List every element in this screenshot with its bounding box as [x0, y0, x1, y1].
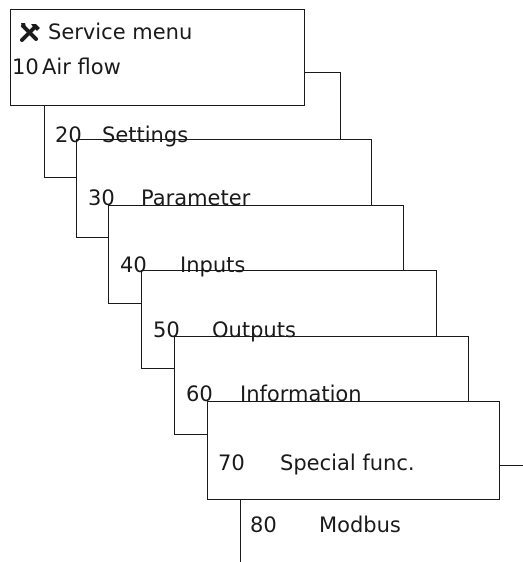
menu-item-20-label[interactable]: Settings: [102, 123, 189, 147]
menu-item-70-label[interactable]: Special func.: [280, 451, 415, 475]
tools-icon: [20, 23, 40, 42]
menu-item-50-number: 50: [153, 318, 180, 342]
menu-item-50-label[interactable]: Outputs: [212, 318, 296, 342]
menu-item-30-label[interactable]: Parameter: [141, 186, 251, 210]
menu-card-back-70: [207, 401, 500, 500]
menu-item-40-label[interactable]: Inputs: [180, 253, 246, 277]
connector-line-modbus: [240, 500, 241, 562]
menu-item-80-number: 80: [250, 513, 277, 537]
service-menu-panel: [10, 9, 305, 106]
menu-item-10-label[interactable]: Air flow: [42, 55, 121, 79]
connector-line-right: [500, 465, 523, 466]
menu-item-40-number: 40: [120, 253, 147, 277]
menu-item-60-label[interactable]: Information: [240, 382, 362, 406]
menu-item-70-number: 70: [218, 451, 245, 475]
menu-item-60-number: 60: [186, 382, 213, 406]
menu-item-80-label[interactable]: Modbus: [319, 513, 401, 537]
menu-title: Service menu: [48, 20, 193, 44]
menu-item-20-number: 20: [55, 123, 82, 147]
menu-item-10-number: 10: [12, 55, 39, 79]
menu-item-30-number: 30: [88, 186, 115, 210]
